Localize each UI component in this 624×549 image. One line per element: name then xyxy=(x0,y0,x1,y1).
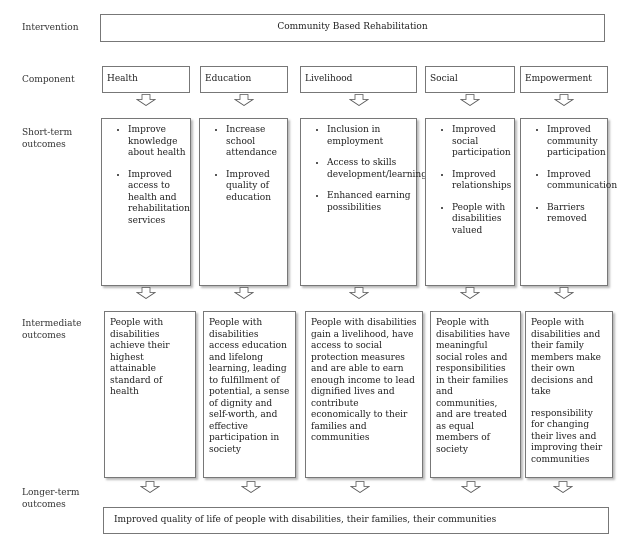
component-box-empowerment: Empowerment xyxy=(520,66,608,93)
short-term-item: Barriers removed xyxy=(547,203,603,226)
intermediate-text: People with disabilities have meaningful… xyxy=(436,318,510,455)
component-box-livelihood: Livelihood xyxy=(300,66,417,93)
row-label-component: Component xyxy=(22,75,75,85)
short-term-list: Improved community participationImproved… xyxy=(521,119,617,226)
short-term-item: Access to skills development/learning xyxy=(327,158,427,181)
row-label-short-term: Short-term outcomes xyxy=(22,128,73,150)
intermediate-box-empowerment: People with disabilities and their famil… xyxy=(525,311,613,478)
component-box-education: Education xyxy=(200,66,288,93)
intermediate-text: People with disabilities gain a liveliho… xyxy=(311,318,417,443)
intermediate-text: People with disabilities achieve their h… xyxy=(110,318,170,397)
row-label-intervention: Intervention xyxy=(22,23,79,33)
row-label-longer-term: Longer-term outcomes xyxy=(22,488,80,510)
short-term-item: Improved communication xyxy=(547,170,617,193)
longer-term-label: Improved quality of life of people with … xyxy=(114,514,497,525)
row-label-intermediate: Intermediate outcomes xyxy=(22,319,82,341)
arrow-component-health xyxy=(136,94,156,106)
short-term-item: Improved social participation xyxy=(452,125,511,160)
arrow-short-term-education xyxy=(233,287,254,299)
arrow-component-social xyxy=(460,94,480,106)
arrow-short-term-empowerment xyxy=(554,287,574,299)
component-label: Health xyxy=(107,73,138,84)
short-term-box-empowerment: Improved community participationImproved… xyxy=(520,118,617,286)
intervention-label: Community Based Rehabilitation xyxy=(277,22,428,33)
short-term-item: Improved quality of education xyxy=(226,170,283,205)
short-term-list: Improve knowledge about healthImproved a… xyxy=(102,119,190,227)
intermediate-box-social: People with disabilities have meaningful… xyxy=(430,311,521,478)
arrow-short-term-livelihood xyxy=(348,287,369,299)
short-term-item: Inclusion in employment xyxy=(327,125,412,148)
short-term-item: Improved access to health and rehabilita… xyxy=(128,170,190,228)
arrow-intermediate-livelihood xyxy=(350,481,370,493)
short-term-box-education: Increase school attendanceImproved quali… xyxy=(199,118,288,286)
arrow-intermediate-education xyxy=(241,481,261,493)
component-label: Livelihood xyxy=(305,73,353,84)
arrow-intermediate-social xyxy=(461,481,481,493)
intermediate-box-livelihood: People with disabilities gain a liveliho… xyxy=(305,311,423,478)
short-term-item: Improve knowledge about health xyxy=(128,125,186,160)
component-box-social: Social xyxy=(425,66,515,93)
arrow-short-term-social xyxy=(460,287,480,299)
arrow-component-education xyxy=(234,94,254,106)
short-term-box-social: Improved social participationImproved re… xyxy=(425,118,515,286)
arrow-component-empowerment xyxy=(554,94,574,106)
component-label: Education xyxy=(205,73,252,84)
intermediate-box-education: People with disabilities access educatio… xyxy=(203,311,296,478)
short-term-item: Improved relationships xyxy=(452,170,511,193)
intermediate-box-health: People with disabilities achieve their h… xyxy=(104,311,196,478)
intermediate-text: People with disabilities and their famil… xyxy=(531,318,601,397)
short-term-item: Improved community participation xyxy=(547,125,606,160)
short-term-item: People with disabilities valued xyxy=(452,203,510,238)
arrow-short-term-health xyxy=(136,287,156,299)
intervention-box: Community Based Rehabilitation xyxy=(100,14,605,42)
arrow-intermediate-health xyxy=(140,481,160,493)
intermediate-text: People with disabilities access educatio… xyxy=(209,318,290,455)
arrow-intermediate-empowerment xyxy=(553,481,573,493)
short-term-list: Increase school attendanceImproved quali… xyxy=(200,119,287,204)
intermediate-text: responsibility for changing their lives … xyxy=(531,408,603,465)
short-term-list: Improved social participationImproved re… xyxy=(426,119,514,237)
short-term-box-health: Improve knowledge about healthImproved a… xyxy=(101,118,191,286)
short-term-item: Enhanced earning possibilities xyxy=(327,191,412,214)
short-term-list: Inclusion in employmentAccess to skills … xyxy=(301,119,427,214)
component-box-health: Health xyxy=(102,66,190,93)
short-term-item: Increase school attendance xyxy=(226,125,283,160)
short-term-box-livelihood: Inclusion in employmentAccess to skills … xyxy=(300,118,427,286)
longer-term-box: Improved quality of life of people with … xyxy=(103,507,609,534)
component-label: Social xyxy=(430,73,458,84)
component-label: Empowerment xyxy=(525,73,592,84)
arrow-component-livelihood xyxy=(348,94,369,106)
